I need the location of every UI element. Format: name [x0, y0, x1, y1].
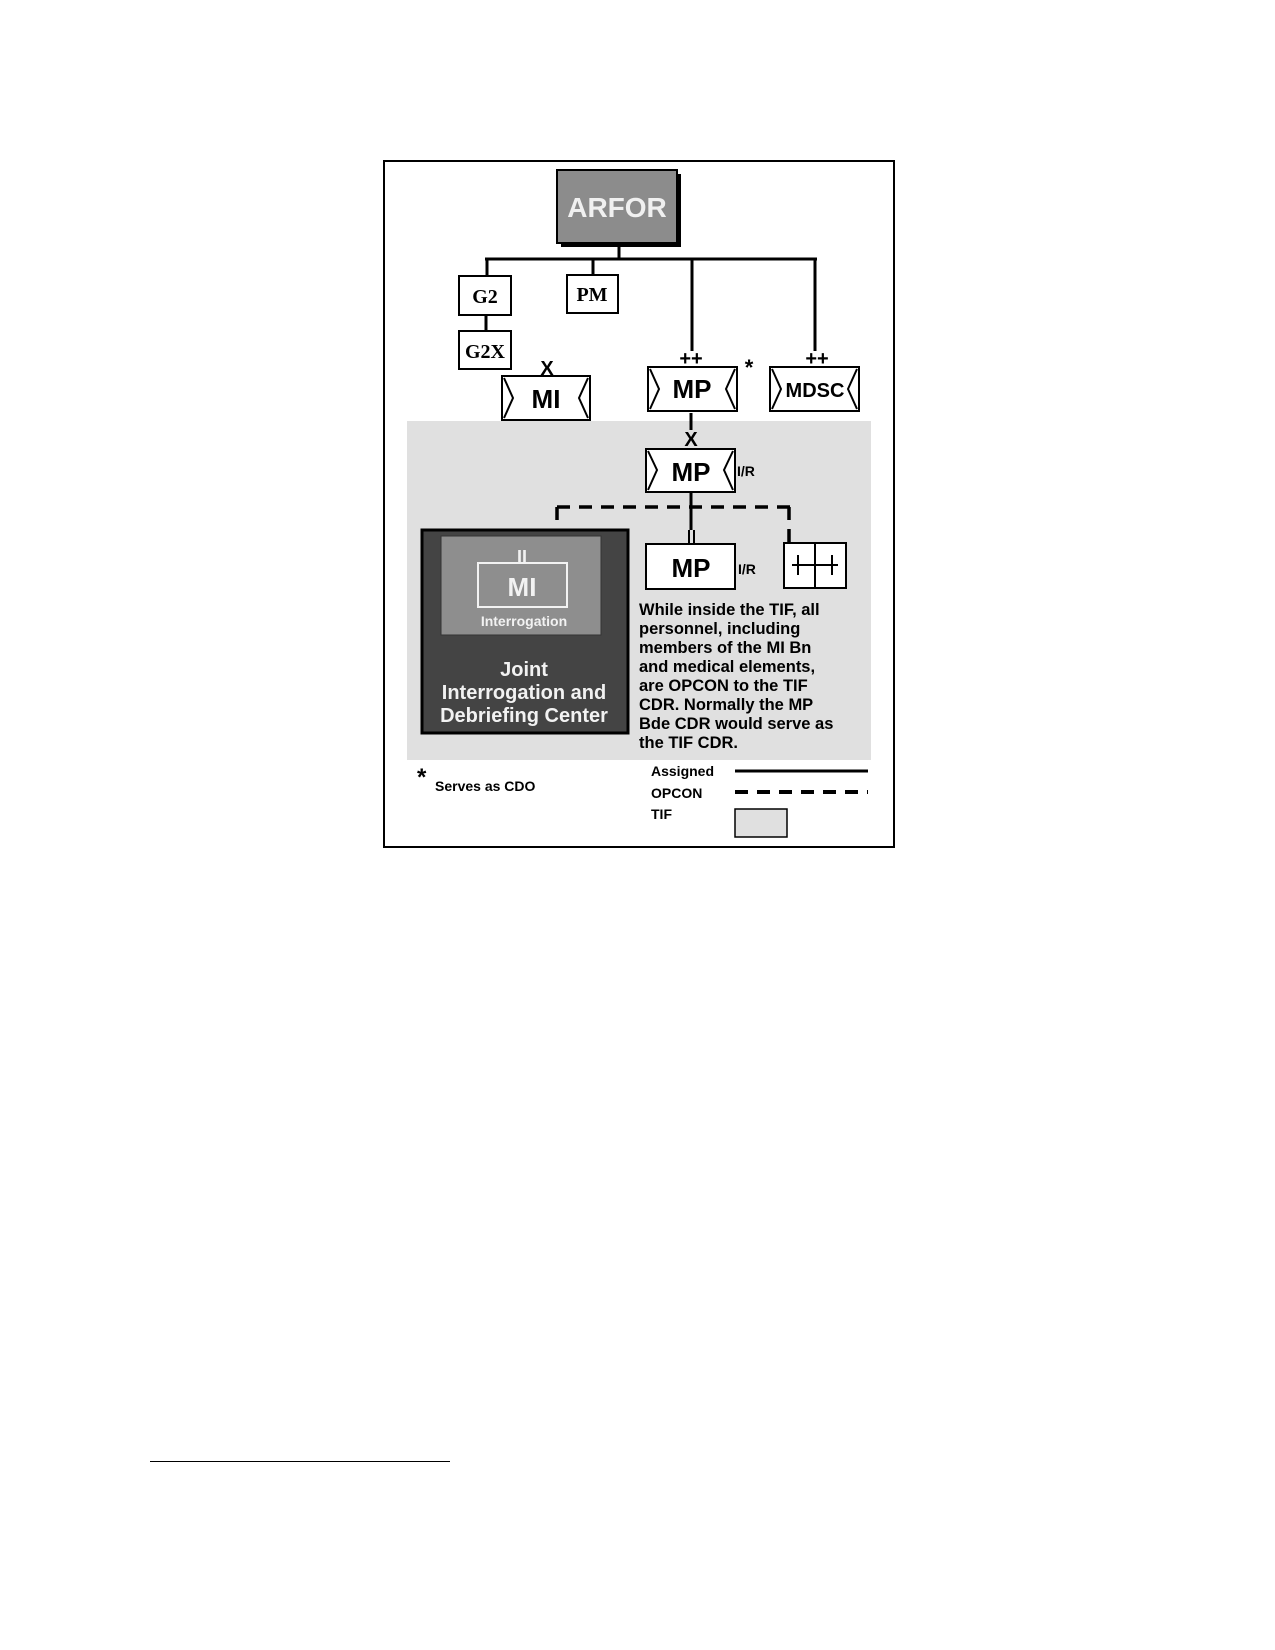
jidc-title-line-3: Debriefing Center: [440, 705, 608, 727]
assigned-lines: [484, 245, 817, 543]
mi-bde-label: MI: [532, 384, 561, 414]
footnote-text: Serves as CDO: [435, 778, 536, 794]
mdsc-echelon: ++: [805, 348, 828, 370]
jidc-mi-sub: Interrogation: [481, 613, 567, 629]
pm-label: PM: [576, 284, 607, 306]
jidc-mi-box: [477, 562, 568, 608]
mp-bde-echelon: X: [684, 429, 698, 451]
g2x-label: G2X: [465, 341, 506, 363]
medical-unit-symbol: [783, 542, 847, 589]
note-line-3: members of the MI Bn: [639, 639, 811, 657]
mdsc-box: [769, 366, 860, 412]
note-line-1: While inside the TIF, all: [639, 601, 820, 619]
g2x-box: [458, 330, 512, 370]
mp-bn-box: [645, 543, 736, 590]
jidc-title-line-1: Joint: [500, 659, 548, 681]
mp-cmd-box: [647, 366, 738, 412]
legend-assigned-label: Assigned: [651, 763, 714, 779]
mp-bde-box: [645, 448, 736, 493]
g2-box: [458, 275, 512, 316]
note-line-2: personnel, including: [639, 620, 800, 638]
jidc-mi-echelon: II: [517, 547, 527, 567]
mdsc-symbol-right: [846, 368, 858, 410]
mdsc-label: MDSC: [786, 380, 845, 402]
mp-bde-symbol: [647, 450, 659, 491]
mp-cmd-marker: *: [745, 355, 754, 380]
mp-cmd-label: MP: [673, 374, 712, 404]
mp-cmd-echelon: ++: [679, 348, 702, 370]
note-line-6: CDR. Normally the MP: [639, 696, 813, 714]
legend-opcon-label: OPCON: [651, 785, 702, 801]
footnote-symbol: *: [417, 764, 427, 791]
mi-bde-box: [501, 375, 591, 421]
g2-label: G2: [472, 286, 498, 308]
legend-tif-label: TIF: [651, 806, 672, 822]
mp-cmd-symbol-right: [724, 368, 736, 410]
pm-box: [566, 274, 619, 314]
note-line-8: the TIF CDR.: [639, 734, 738, 752]
mp-cmd-symbol: [649, 368, 661, 410]
legend-tif-swatch: [734, 808, 788, 838]
mp-bde-label: MP: [672, 457, 711, 487]
mi-bde-symbol-right: [577, 377, 589, 419]
jidc-title-line-2: Interrogation and: [442, 682, 606, 704]
arfor-label: ARFOR: [567, 192, 667, 223]
mp-bde-suffix: I/R: [737, 463, 755, 479]
note-line-7: Bde CDR would serve as: [639, 715, 833, 733]
arfor-box: [556, 169, 678, 244]
jidc-mi-label: MI: [508, 572, 537, 602]
jidc-inner-box: [440, 535, 602, 636]
mi-bde-symbol: [503, 377, 515, 419]
mp-bn-label: MP: [672, 553, 711, 583]
note-line-4: and medical elements,: [639, 658, 815, 676]
note-line-5: are OPCON to the TIF: [639, 677, 808, 695]
tif-note: While inside the TIF, all personnel, inc…: [639, 601, 833, 752]
mp-bn-suffix: I/R: [738, 561, 756, 577]
mi-bde-echelon: X: [540, 358, 554, 380]
mdsc-symbol: [771, 368, 783, 410]
mp-bde-symbol-right: [722, 450, 734, 491]
footnote-rule: [150, 1461, 450, 1462]
